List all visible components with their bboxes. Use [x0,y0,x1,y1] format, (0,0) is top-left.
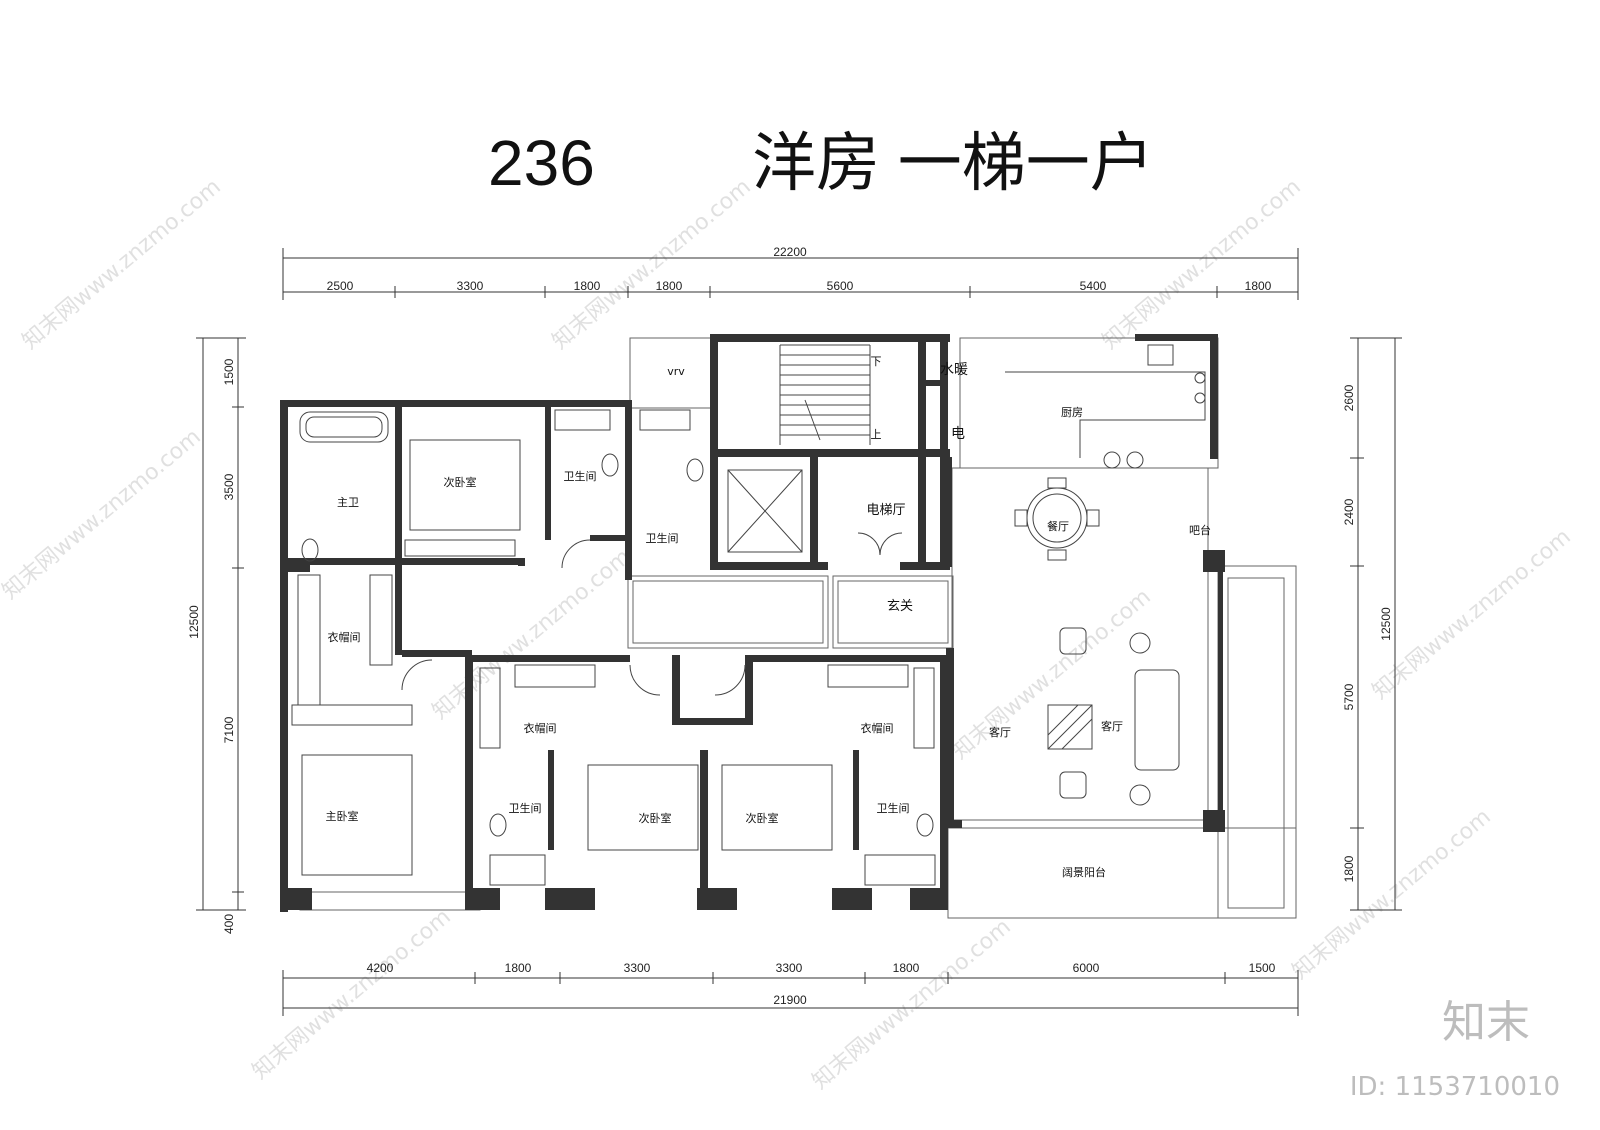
watermark: 知末网www.znzmo.com [1288,804,1496,984]
title-text: 洋房 一梯一户 [752,127,1154,199]
image-id: ID: 1153710010 [1349,1072,1560,1102]
label-elevator-hall: 电梯厅 [866,503,905,518]
label-water-heating: 水暖 [940,362,968,378]
dim-top-7: 1800 [1245,279,1272,293]
brand-logo: 知末 [1442,997,1530,1048]
dim-top-total: 22200 [773,245,807,259]
dim-bottom-6: 6000 [1073,961,1100,975]
label-stair-up: 上 [871,428,882,441]
dim-bottom-4: 3300 [776,961,803,975]
dimension-lines [196,248,1402,1016]
label-vrv: vrv [667,365,685,378]
walls [280,334,1225,912]
dim-right-total: 12500 [1379,607,1393,641]
dim-bottom-3: 3300 [624,961,651,975]
dim-left-3: 7100 [222,716,236,743]
watermark: 知末网www.znzmo.com [248,904,456,1084]
label-bar: 吧台 [1189,523,1211,537]
label-bath-bottom-2: 卫生间 [877,801,910,815]
label-stair-down: 下 [871,355,882,368]
dim-top-6: 5400 [1080,279,1107,293]
label-bath-top-2: 卫生间 [646,531,679,545]
label-kitchen: 厨房 [1061,406,1083,419]
label-living-right: 客厅 [1101,719,1123,733]
dim-bottom-1: 4200 [367,961,394,975]
label-bedroom-second-mid: 次卧室 [639,811,672,825]
label-master-bath: 主卫 [337,496,359,509]
label-bath-bottom-1: 卫生间 [509,801,542,815]
label-master-bedroom: 主卧室 [326,809,359,823]
label-bedroom-second-right: 次卧室 [746,811,779,825]
dim-right-2: 2400 [1342,498,1356,525]
label-cloakroom-right: 衣帽间 [861,721,894,735]
dim-bottom-7: 1500 [1249,961,1276,975]
dim-top-3: 1800 [574,279,601,293]
dim-top-5: 5600 [827,279,854,293]
room-labels: 主卫 次卧室 卫生间 卫生间 vrv 下 上 水暖 电 厨房 电梯厅 餐厅 吧台… [326,355,1212,879]
dim-left-total: 12500 [187,605,201,639]
dimension-labels: 22200 2500 3300 1800 1800 5600 5400 1800… [187,245,1393,1007]
dim-bottom-2: 1800 [505,961,532,975]
title-number: 236 [488,127,595,199]
label-cloakroom-mid: 衣帽间 [524,721,557,735]
watermark: 知末网www.znzmo.com [1368,524,1576,704]
dim-bottom-total: 21900 [773,993,807,1007]
watermark: 知末网www.znzmo.com [548,174,756,354]
dim-top-2: 3300 [457,279,484,293]
watermark: 知末网www.znzmo.com [0,424,206,604]
dim-right-3: 5700 [1342,683,1356,710]
dim-right-4: 1800 [1342,855,1356,882]
watermark: 知末网www.znzmo.com [948,584,1156,764]
fixtures [291,344,1206,886]
label-bedroom-second-top: 次卧室 [444,475,477,489]
dim-top-1: 2500 [327,279,354,293]
label-bath-top-1: 卫生间 [564,469,597,483]
dim-left-2: 3500 [222,473,236,500]
dim-right-1: 2600 [1342,384,1356,411]
label-cloakroom-left: 衣帽间 [328,630,361,644]
label-dining: 餐厅 [1047,519,1069,533]
dim-left-4: 400 [222,914,236,934]
watermark: 知末网www.znzmo.com [1098,174,1306,354]
watermark: 知末网www.znzmo.com [428,544,636,724]
dim-bottom-5: 1800 [893,961,920,975]
label-electric: 电 [951,426,965,442]
watermark: 知末网www.znzmo.com [18,174,226,354]
label-balcony: 阔景阳台 [1062,865,1106,879]
dim-left-1: 1500 [222,358,236,385]
dim-top-4: 1800 [656,279,683,293]
watermark: 知末网www.znzmo.com [808,914,1016,1094]
label-living-left: 客厅 [989,725,1011,739]
watermark-layer: 知末网www.znzmo.com 知末网www.znzmo.com 知末网www… [0,174,1576,1094]
label-foyer: 玄关 [887,599,913,614]
